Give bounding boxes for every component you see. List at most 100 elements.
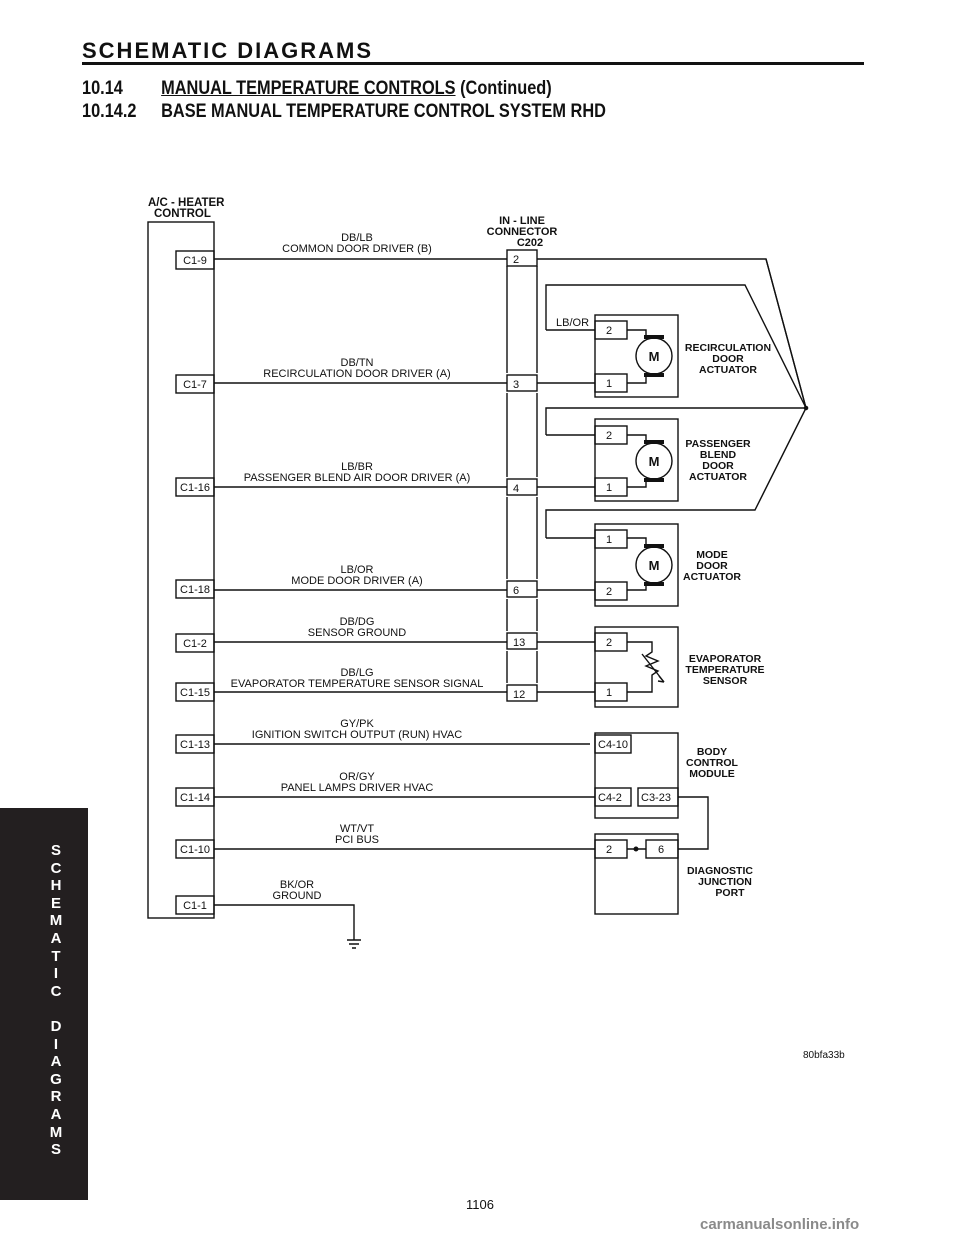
pin-label: 6	[658, 844, 664, 856]
pin-label: C1-18	[180, 584, 210, 596]
component-label: MODULE	[689, 768, 735, 780]
side-tab-letter: E	[50, 894, 61, 912]
side-tab-letter: C	[50, 859, 62, 877]
section-title-link[interactable]: MANUAL TEMPERATURE CONTROLS	[161, 78, 456, 99]
motor-leads	[627, 329, 647, 384]
circuit-name: COMMON DOOR DRIVER (B)	[282, 243, 432, 255]
c202-cavity	[506, 684, 538, 702]
component-label: MODE	[696, 549, 728, 561]
ground-symbol	[347, 939, 361, 949]
component-label: EVAPORATOR	[689, 653, 762, 665]
blend-actuator-box	[594, 418, 679, 502]
circuit-name: EVAPORATOR TEMPERATURE SENSOR SIGNAL	[231, 678, 484, 690]
component-label: SENSOR	[703, 675, 748, 687]
splice	[633, 846, 639, 852]
wire-color-label: DB/LB	[341, 232, 373, 244]
wire-color-label: LB/OR	[556, 317, 589, 329]
circuit-name: PCI BUS	[335, 834, 379, 846]
wire-color-label: OR/GY	[339, 771, 375, 783]
pin-label: 2	[606, 586, 612, 598]
component-label: JUNCTION	[698, 876, 752, 888]
side-tab-letter: M	[49, 1123, 63, 1141]
wire	[537, 258, 807, 409]
figure-id: 80bfa33b	[803, 1050, 845, 1061]
side-tab-letter: M	[49, 912, 63, 930]
wire	[545, 407, 807, 538]
pin-label: 1	[606, 482, 612, 494]
component-label: ACTUATOR	[683, 571, 741, 583]
control-module-box	[147, 221, 215, 919]
c202-cavity	[506, 478, 538, 496]
pin-label: C4-2	[598, 792, 622, 804]
wire-color-label: WT/VT	[340, 823, 374, 835]
pin-label: 2	[606, 637, 612, 649]
side-tab-letter: S	[50, 1141, 61, 1159]
pin-box	[594, 529, 628, 549]
circuit-name: MODE DOOR DRIVER (A)	[291, 575, 422, 587]
component-label: PASSENGER	[685, 438, 751, 450]
pin-label: 1	[606, 534, 612, 546]
section-suffix: (Continued)	[460, 78, 552, 99]
circuit-name: PANEL LAMPS DRIVER HVAC	[281, 782, 434, 794]
component-label: CONTROL	[686, 757, 738, 769]
cavity-number: 12	[513, 689, 525, 701]
pin-label: C4-10	[598, 739, 628, 751]
pin-label: C3-23	[641, 792, 671, 804]
circuit-name: IGNITION SWITCH OUTPUT (RUN) HVAC	[252, 729, 462, 741]
wire	[765, 258, 807, 409]
wire-color-label: DB/DG	[340, 616, 375, 628]
side-tab-letter: R	[50, 1088, 62, 1106]
component-label: TEMPERATURE	[685, 664, 764, 676]
pin-label: C1-9	[183, 255, 207, 267]
side-tab-letter: I	[53, 965, 59, 983]
pin-label: C1-14	[180, 792, 210, 804]
side-tab-letter: A	[50, 1053, 62, 1071]
cavity-number: 3	[513, 379, 519, 391]
pin-label: C1-16	[180, 482, 210, 494]
thermistor-icon	[627, 641, 660, 693]
pin-box	[175, 579, 215, 599]
cavity-number: 13	[513, 637, 525, 649]
c202-cavity	[506, 249, 538, 267]
wire	[545, 284, 807, 409]
control-label: A/C - HEATER	[148, 197, 225, 209]
motor-symbol: M	[649, 454, 660, 469]
component-label: DIAGNOSTIC	[687, 865, 753, 877]
c202-label: IN - LINE	[499, 215, 545, 227]
pin-box	[594, 787, 632, 807]
pin-box	[175, 374, 215, 394]
djp-box	[594, 833, 679, 915]
control-label: CONTROL	[154, 208, 211, 220]
section-number: 10.14	[82, 78, 123, 99]
page-header-title: SCHEMATIC DIAGRAMS	[82, 38, 374, 63]
wire	[678, 796, 709, 850]
thermistor-arrow	[641, 653, 665, 683]
component-label: ACTUATOR	[699, 364, 757, 376]
evap-sensor-box	[594, 626, 679, 708]
pin-label: 2	[606, 430, 612, 442]
pin-label: C1-7	[183, 379, 207, 391]
header-rule	[82, 62, 864, 65]
cavity-number: 4	[513, 483, 519, 495]
side-tab-letter: A	[50, 929, 62, 947]
side-tab	[0, 808, 88, 1200]
component-label: BODY	[697, 746, 727, 758]
pin-label: C1-1	[183, 900, 207, 912]
circuit-name: GROUND	[273, 890, 322, 902]
pin-box	[175, 633, 215, 653]
wire-color-label: DB/TN	[341, 357, 374, 369]
wire-color-label: LB/BR	[341, 461, 373, 473]
section-number: 10.14.2	[82, 101, 137, 122]
component-label: ACTUATOR	[689, 471, 747, 483]
component-label: RECIRCULATION	[685, 342, 771, 354]
pin-box	[594, 581, 628, 601]
section-heading-1: 10.14 MANUAL TEMPERATURE CONTROLS (Contin…	[82, 78, 552, 100]
bcm-box	[594, 732, 679, 819]
c202-shell	[506, 266, 538, 683]
side-tab-letter: T	[51, 947, 61, 965]
c202-cavity	[506, 374, 538, 392]
side-tab-letter: C	[50, 982, 62, 1000]
motor-symbol: M	[649, 558, 660, 573]
c202-label: CONNECTOR	[487, 226, 558, 238]
